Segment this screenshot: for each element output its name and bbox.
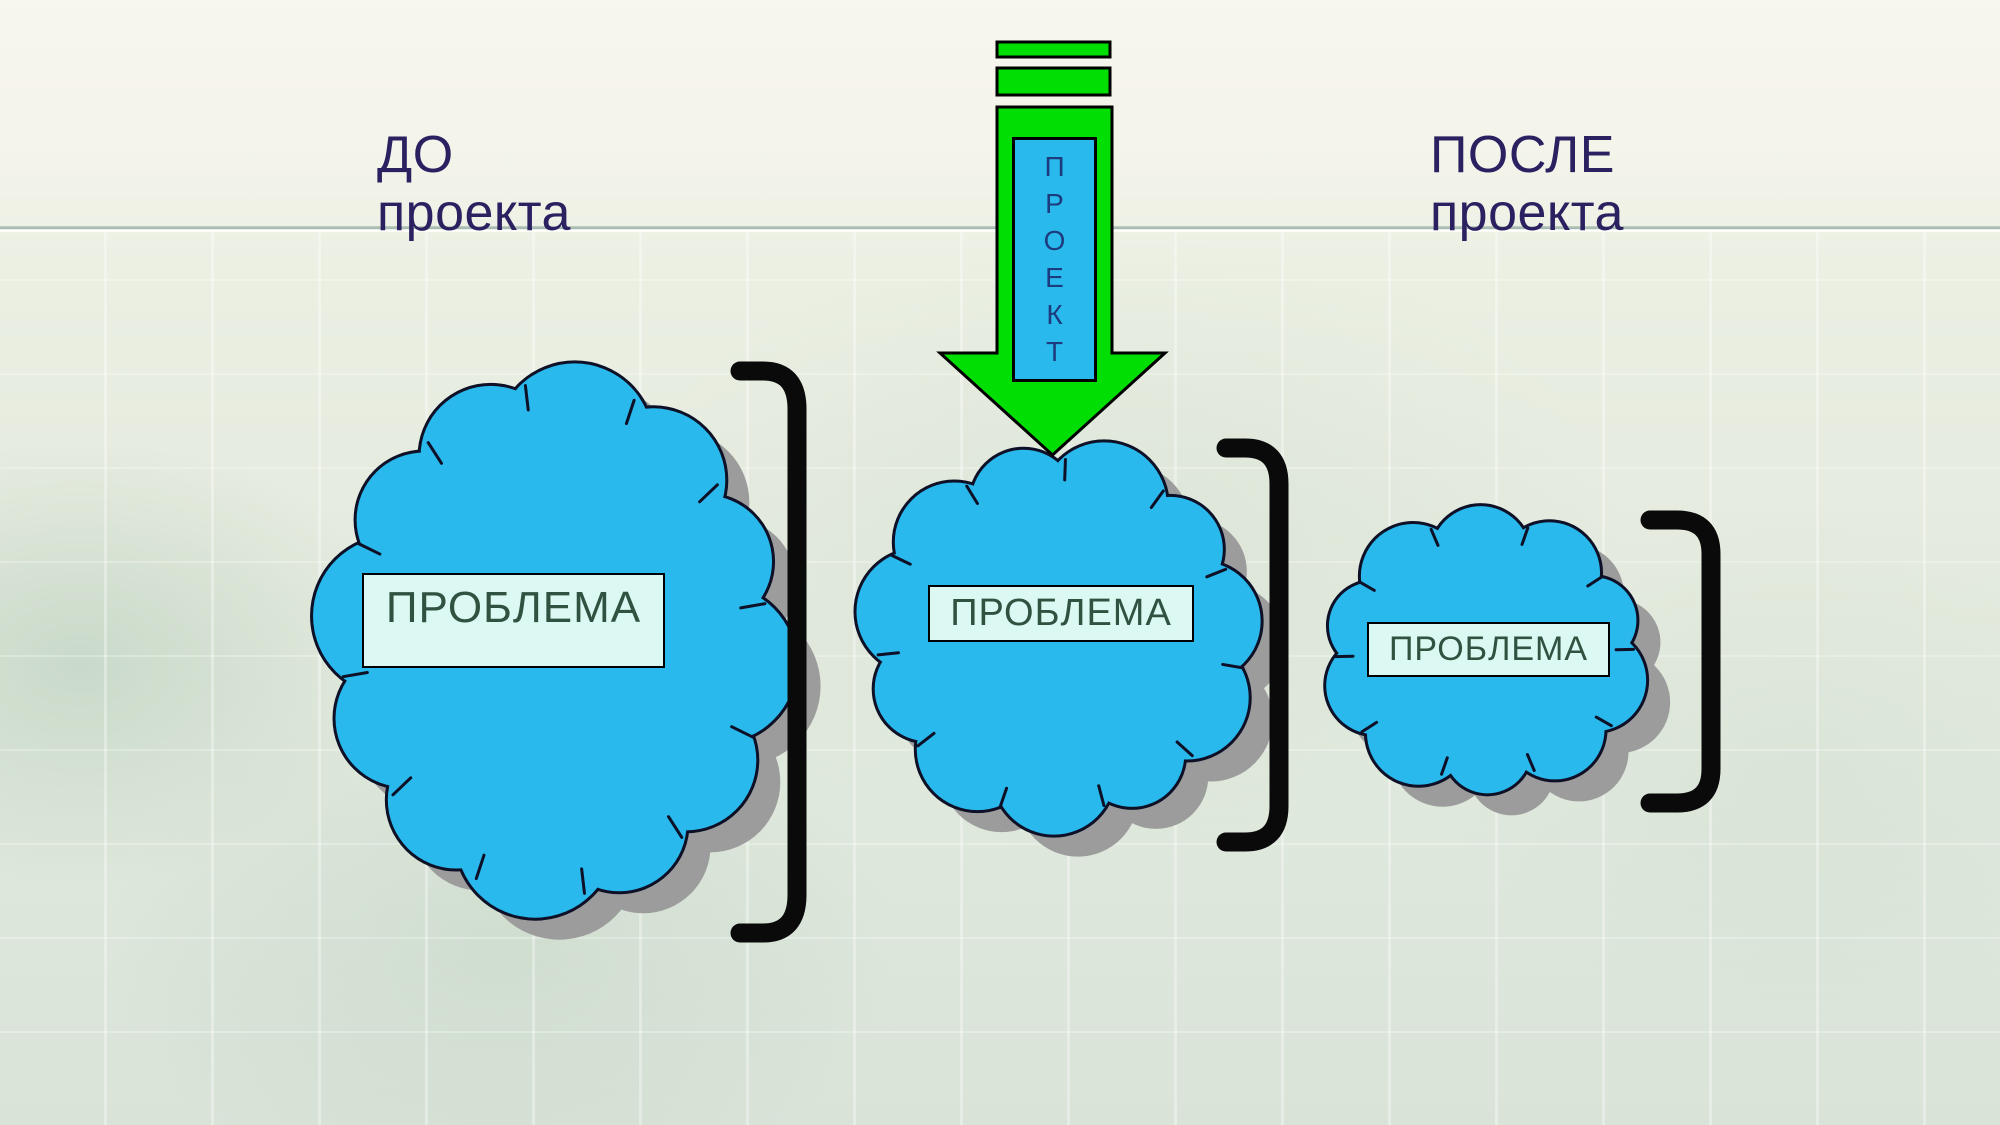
arrow-stripe-1 (995, 40, 1112, 59)
heading-line-1: ПОСЛЕ (1430, 126, 1615, 184)
problem-label-small: ПРОБЛЕМА (1367, 622, 1610, 677)
heading-before-project: ДО проекта (377, 126, 571, 242)
problem-label-large: ПРОБЛЕМА (362, 573, 665, 668)
bracket-medium-icon (1216, 438, 1289, 852)
heading-after-project: ПОСЛЕ проекта (1430, 126, 1624, 242)
brackets (730, 361, 1721, 943)
arrow-stripe-2 (995, 66, 1112, 97)
heading-line-2: проекта (1430, 184, 1624, 242)
problem-label-medium: ПРОБЛЕМА (928, 585, 1194, 642)
cloud-large (310, 360, 821, 940)
problem-label-text: ПРОБЛЕМА (385, 583, 642, 632)
problem-label-text: ПРОБЛЕМА (1388, 630, 1589, 668)
bracket-large-icon (730, 361, 807, 943)
heading-line-1: ДО (377, 126, 454, 184)
heading-line-2: проекта (377, 184, 571, 242)
bracket-small-icon (1640, 510, 1721, 813)
cloud-medium (853, 439, 1285, 857)
problem-label-text: ПРОБЛЕМА (950, 592, 1172, 634)
